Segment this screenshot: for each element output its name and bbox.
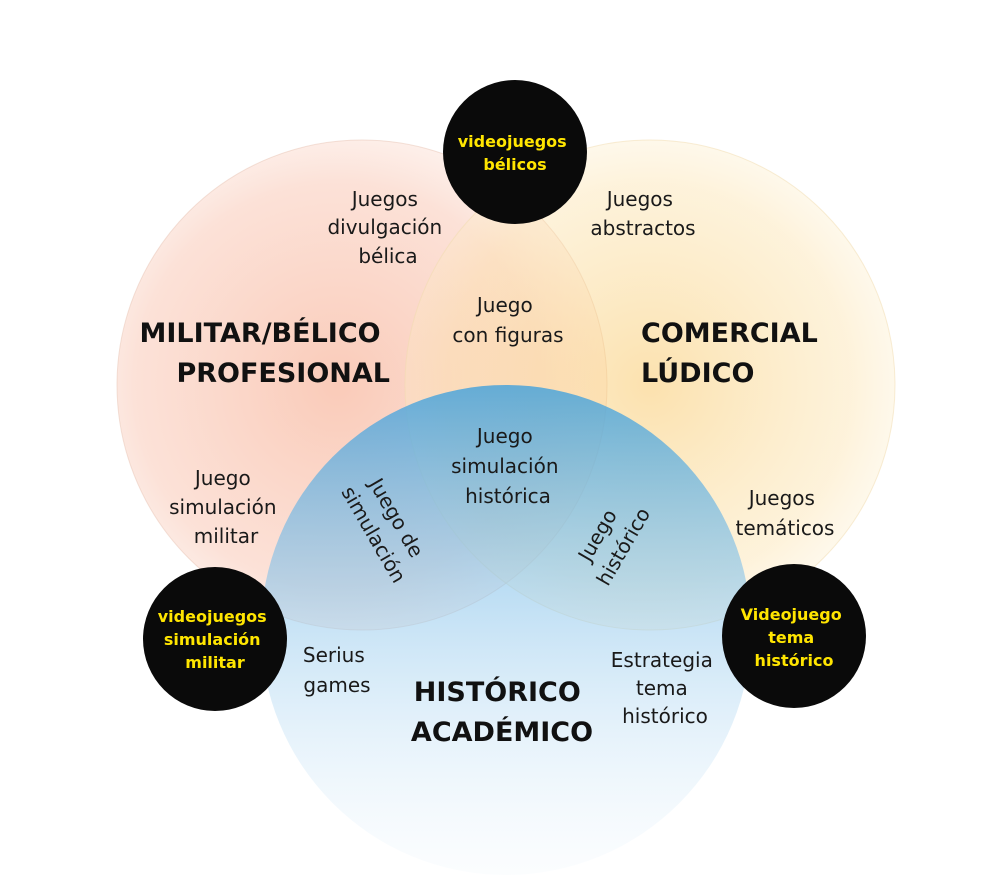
label-historico-right: Estrategia tema histórico [611,648,719,728]
badge-videojuegos-simulacion-militar: videojuegos simulación militar [143,567,287,711]
badge-text: videojuegos bélicos [458,132,572,174]
badge-circle [443,80,587,224]
label-historico-left: Serius games [303,643,371,697]
badge-circle [143,567,287,711]
set-title-comercial: COMERCIAL LÚDICO [641,318,827,389]
label-militar-only: Juegos divulgación bélica [327,187,448,268]
badge-videojuego-tema-historico: Videojuego tema histórico [722,564,866,708]
historico-circle [261,385,751,875]
label-comercial-only: Juegos abstractos [590,187,695,240]
badge-circle [722,564,866,708]
badge-videojuegos-belicos: videojuegos bélicos [443,80,587,224]
label-comercial-lower: Juegos temáticos [736,486,835,540]
badge-text: Videojuego tema histórico [741,605,848,670]
set-title-militar: MILITAR/BÉLICO PROFESIONAL [140,317,390,389]
label-militar-comercial: Juego con figuras [452,293,563,347]
set-title-historico: HISTÓRICO ACADÉMICO [411,676,593,748]
label-militar-lower: Juego simulación militar [169,466,283,548]
badge-text: videojuegos simulación militar [158,607,272,672]
label-center: Juego simulación histórica [451,424,565,508]
